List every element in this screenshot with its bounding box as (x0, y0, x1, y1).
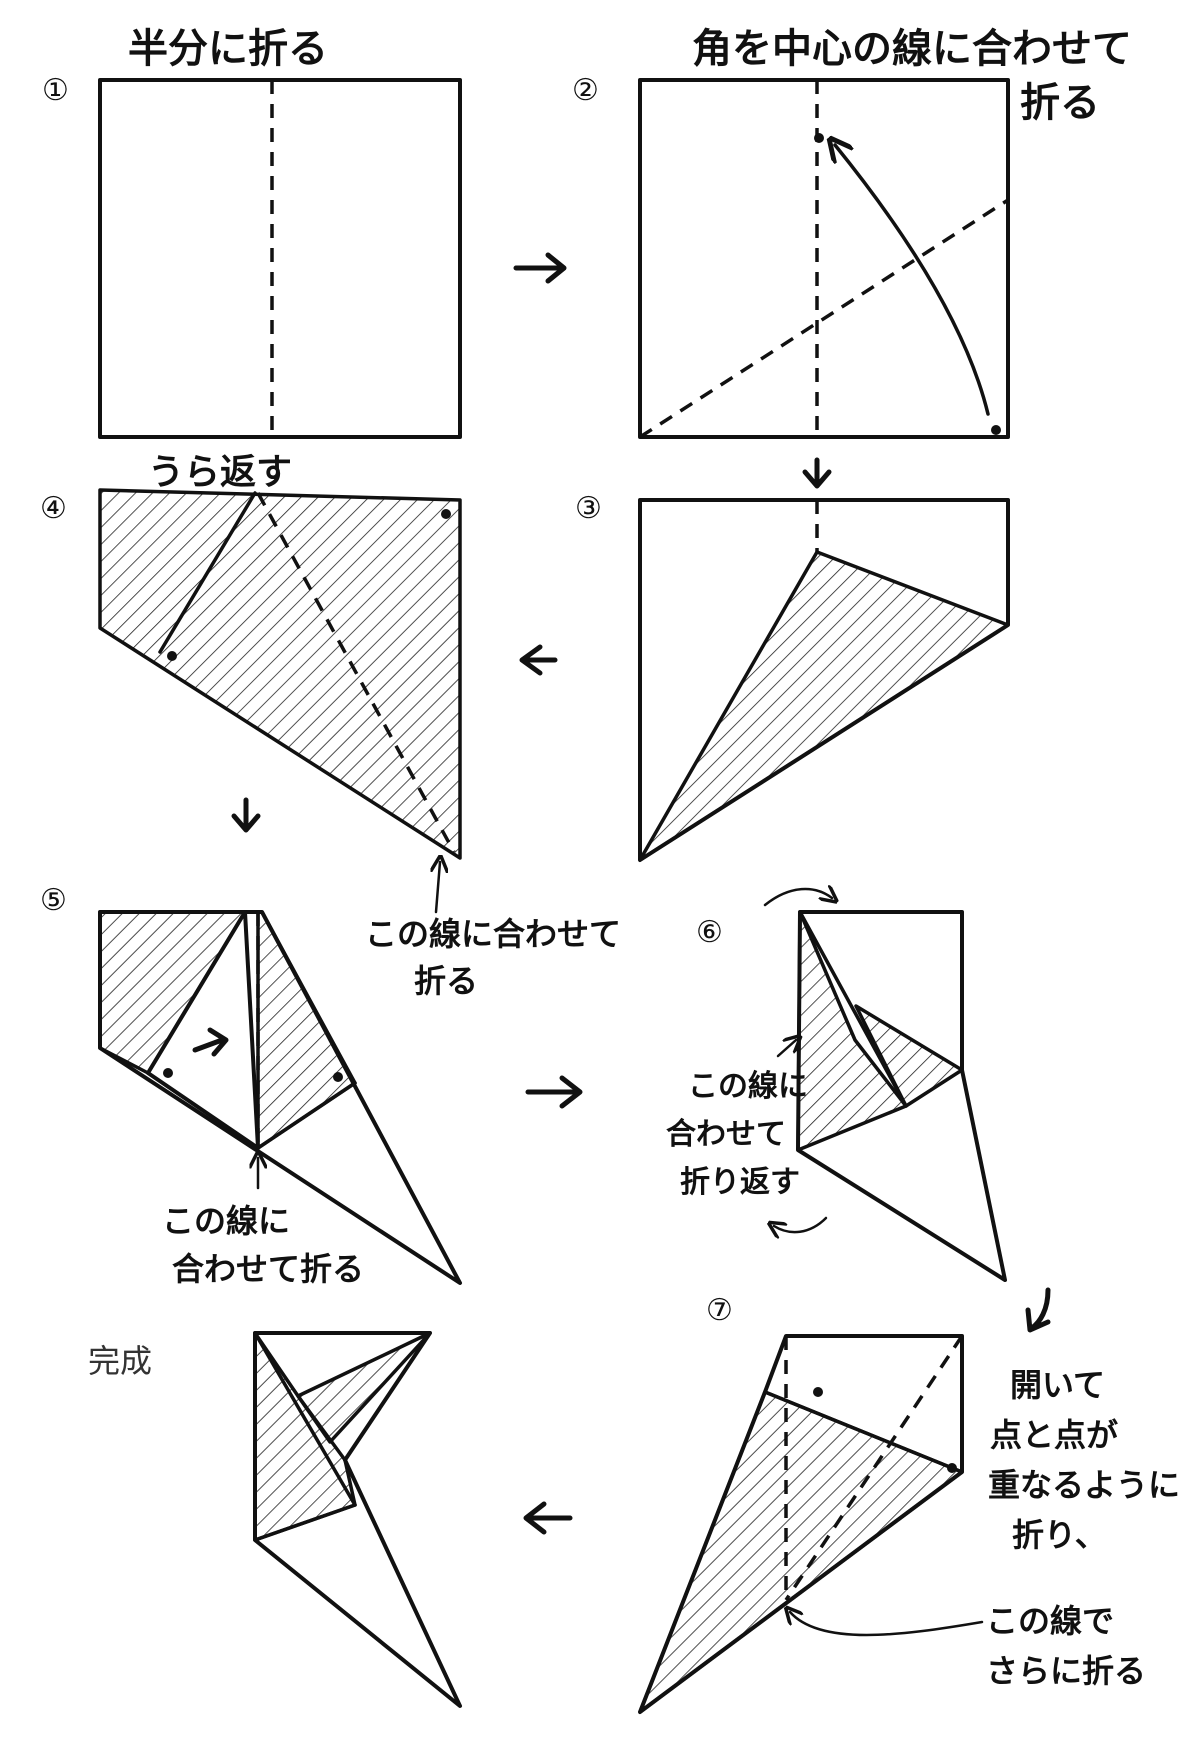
step-5-dot-left (163, 1068, 173, 1078)
final-hatched-wing (296, 1331, 432, 1444)
step-7-note-line-1: 開いて (1010, 1366, 1105, 1404)
step-5-crease (256, 1081, 357, 1150)
step-4-number: ④ (40, 491, 67, 526)
step-4-instruction: うら返す (148, 452, 292, 493)
step-5-hatched-left (98, 910, 247, 1075)
step-6-note-line-3: 折り返す (680, 1165, 800, 1200)
step-7-note2-arrow (790, 1612, 984, 1637)
step-7-note-line-2: 点と点が (990, 1416, 1118, 1454)
step-5-dot-right (333, 1072, 343, 1082)
step-6-flip-arrow-top (763, 889, 832, 907)
step-1: ① 半分に折る (42, 26, 462, 439)
step-7: ⑦ 開いて 点と点が 重なるように 折り、 この線で さらに折る (638, 1293, 1180, 1714)
step-2-number: ② (572, 73, 599, 108)
step-6-hatched-small (854, 1004, 964, 1108)
step-6-number: ⑥ (696, 915, 723, 950)
arrow-down-6 (1025, 1287, 1051, 1333)
step-7-crease (763, 1390, 964, 1474)
step-5-note-line-2: 合わせて折る (172, 1250, 364, 1288)
step-7-diagonal-fold (784, 1335, 964, 1601)
final-hatched-left (253, 1331, 357, 1542)
step-6-note-line-1: この線に (688, 1069, 808, 1104)
step-2-diagonal-fold (639, 198, 1009, 439)
step-7-note2-line-2: さらに折る (986, 1652, 1146, 1690)
arrow-right-1 (513, 252, 567, 284)
step-2-instruction-1: 角を中心の線に合わせて (692, 26, 1132, 72)
step-4: ④ うら返す (40, 452, 462, 860)
step-4-dot-left (167, 651, 177, 661)
arrow-right-5 (525, 1075, 583, 1109)
step-4-fold-line (256, 492, 456, 853)
step-2-corner-dot (991, 425, 1001, 435)
step-2: ② 角を中心の線に合わせて 折る (572, 26, 1132, 439)
step-4-shape (98, 488, 462, 860)
arrow-down-4 (231, 797, 261, 833)
step-7-dot-right (947, 1463, 957, 1473)
arrow-left-7 (523, 1501, 573, 1535)
step-1-instruction: 半分に折る (128, 26, 328, 72)
step-7-hatched-panel (638, 1390, 964, 1714)
step-5: ⑤ この線に 合わせて折る (40, 883, 462, 1288)
callout-4-5-line-2: 折る (414, 962, 478, 1000)
callout-4-5: この線に合わせて 折る (365, 862, 621, 1000)
final-label: 完成 (88, 1342, 152, 1380)
step-2-square (638, 78, 1010, 439)
step-5-fold-arrow (192, 1027, 229, 1057)
step-3-number: ③ (575, 491, 602, 526)
step-2-target-dot (814, 133, 824, 143)
callout-4-5-line-1: この線に合わせて (365, 915, 621, 953)
step-6-crease (798, 910, 908, 1108)
arrow-down-2 (802, 457, 832, 489)
step-7-note-line-4: 折り、 (1012, 1516, 1107, 1554)
step-5-note-line-1: この線に (162, 1202, 290, 1240)
step-4-dot-top (441, 509, 451, 519)
step-7-note-line-3: 重なるように (988, 1466, 1180, 1504)
step-5-hatched-right (256, 910, 357, 1150)
step-7-note2-line-1: この線で (986, 1602, 1114, 1640)
step-1-number: ① (42, 73, 69, 108)
step-7-dot-top (813, 1387, 823, 1397)
step-6-note-line-2: 合わせて (666, 1117, 786, 1152)
step-6: ⑥ この線に 合わせて 折り返す (666, 889, 1007, 1282)
step-3: ③ (575, 491, 1010, 862)
step-2-instruction-2: 折る (1020, 80, 1100, 126)
callout-4-5-arrow (436, 862, 440, 914)
step-7-number: ⑦ (706, 1293, 733, 1328)
arrow-left-3 (519, 644, 558, 676)
final-crease-2 (253, 1503, 357, 1542)
final-step: 完成 (88, 1331, 462, 1708)
final-crease-1 (253, 1331, 357, 1507)
step-2-fold-arrow (835, 145, 990, 416)
step-3-folded-flap (638, 550, 1010, 862)
step-6-flip-arrow-bottom (774, 1216, 828, 1232)
step-1-square (98, 78, 462, 439)
step-6-note-arrow (776, 1040, 796, 1058)
step-5-white-triangle (146, 910, 260, 1150)
step-4-crease (158, 491, 257, 654)
step-5-number: ⑤ (40, 883, 67, 918)
